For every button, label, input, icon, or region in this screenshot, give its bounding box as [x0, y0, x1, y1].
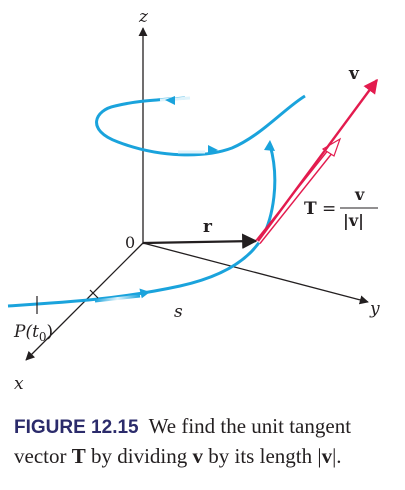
curve-arrow-lower [139, 288, 150, 299]
unit-tangent-vector-T [255, 137, 342, 245]
x-axis-tick [89, 289, 99, 299]
point-P-label: P(t0) [13, 322, 53, 344]
caption-text-4: |. [332, 444, 342, 468]
v-label: v [348, 64, 360, 84]
space-curve-lower [7, 144, 277, 308]
r-label: r [203, 217, 213, 237]
caption-bold-v: v [192, 444, 204, 468]
arc-length-s-label: s [174, 302, 183, 322]
unit-tangent-diagram: z y x 0 r v s P(t0) T = v |v| [7, 7, 380, 394]
z-axis-label: z [138, 7, 149, 27]
caption-text-2: by dividing [85, 444, 193, 468]
space-curve-upper [95, 94, 306, 157]
figure-number: FIGURE 12.15 [14, 417, 139, 438]
curve-arrow-rise [264, 140, 275, 151]
velocity-vector-v [257, 78, 378, 242]
unit-tangent-formula: T = v |v| [304, 185, 378, 230]
y-axis [142, 242, 369, 305]
origin-label: 0 [125, 233, 135, 252]
caption-bold-T: T [71, 444, 86, 468]
svg-text:P(t0): P(t0) [13, 322, 53, 344]
svg-text:=: = [322, 199, 336, 219]
svg-text:v: v [354, 185, 365, 204]
svg-text:T: T [304, 199, 317, 219]
x-axis-label: x [14, 374, 24, 394]
svg-text:|v|: |v| [343, 211, 364, 230]
curve-highlight [94, 294, 141, 303]
curve-arrow-top [165, 96, 175, 105]
caption-text-3: by its length | [203, 444, 322, 468]
curve-arrow-loop [208, 145, 218, 155]
caption-bold-v2: v [321, 444, 333, 468]
position-vector-r [142, 233, 258, 249]
caption-text-1: We find the unit tangent vector [14, 414, 352, 468]
y-axis-label: y [369, 299, 380, 319]
